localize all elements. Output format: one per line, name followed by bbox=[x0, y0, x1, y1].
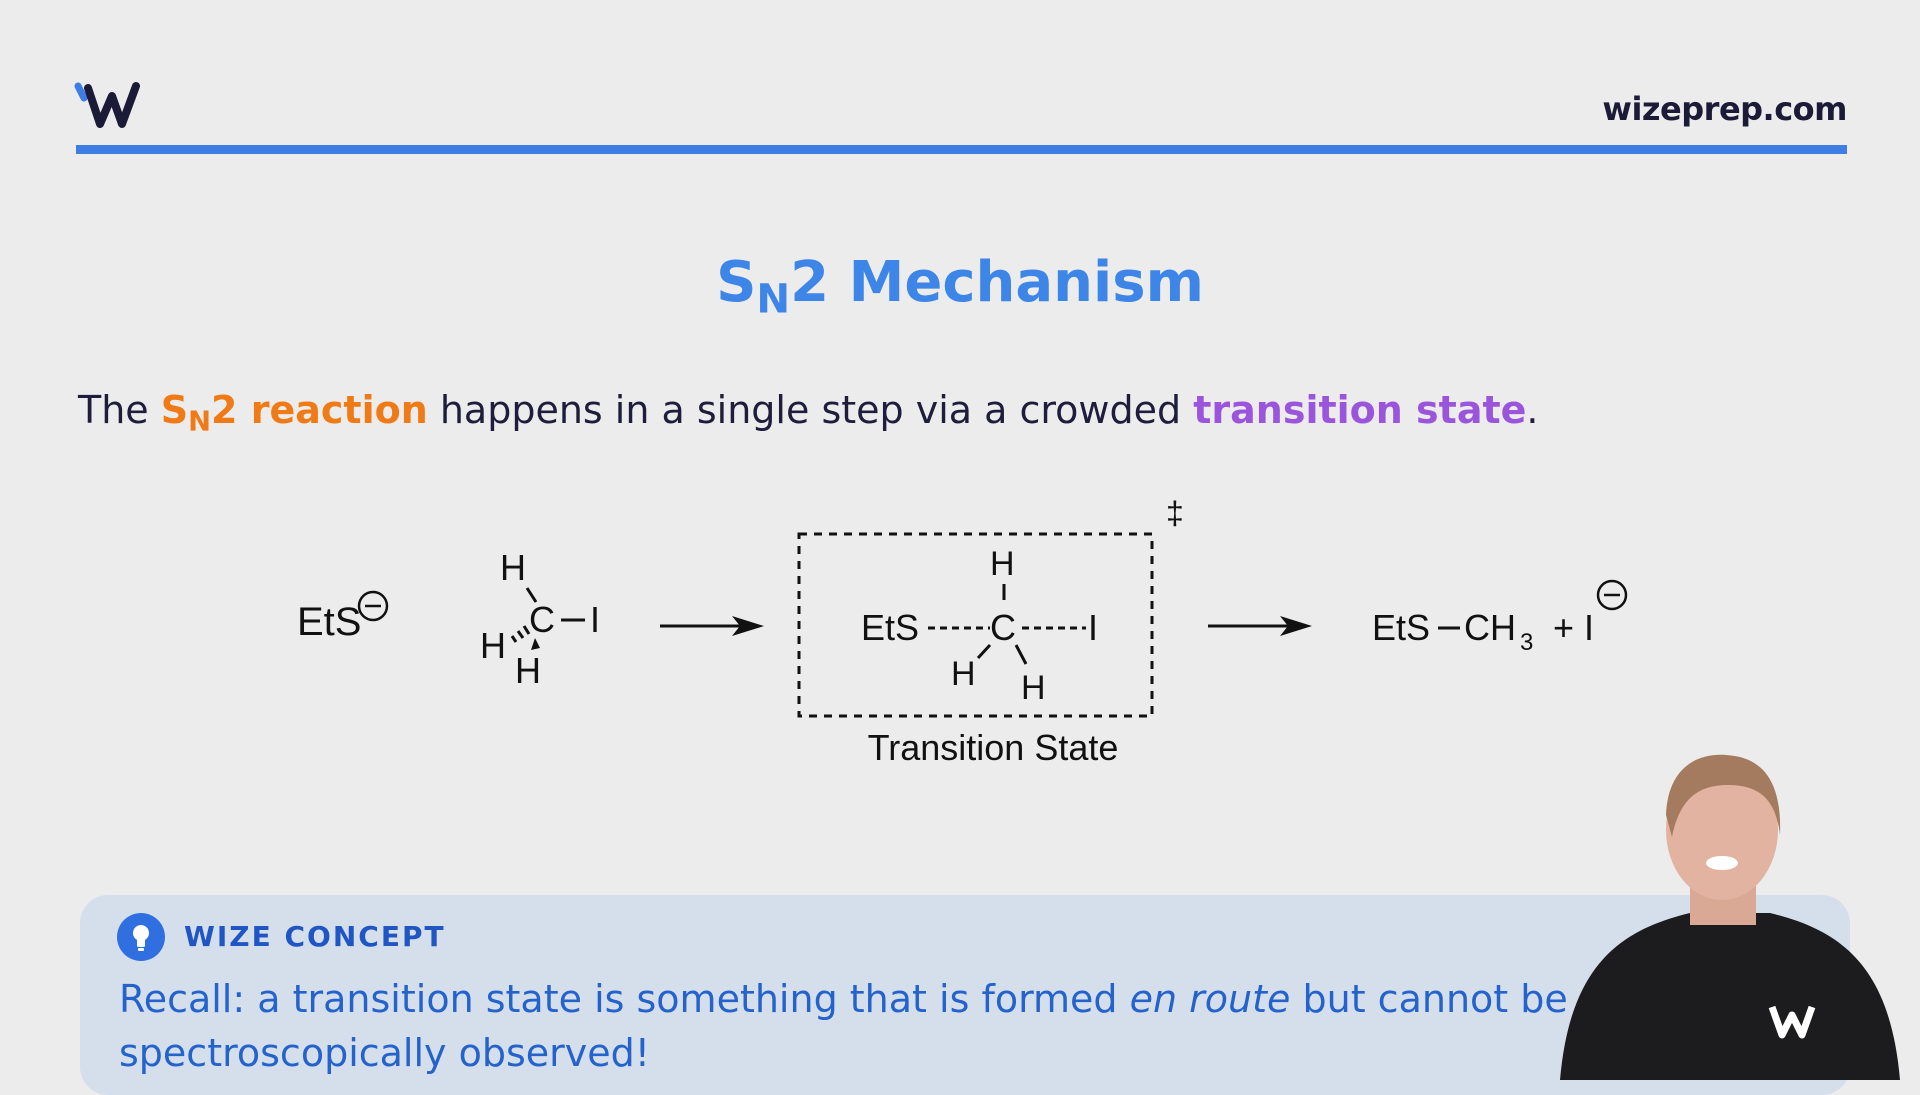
product-subscript: 3 bbox=[1520, 629, 1533, 656]
negative-charge-icon bbox=[1596, 579, 1628, 611]
transition-state: ‡ EtS C I H H H Transition State bbox=[797, 495, 1184, 768]
mi-iodine: I bbox=[590, 599, 600, 640]
transition-state-label: Transition State bbox=[868, 727, 1119, 768]
product-iodide: + I bbox=[1553, 607, 1594, 648]
transition-state-highlight: transition state bbox=[1193, 388, 1527, 432]
title-subscript: N bbox=[756, 275, 791, 323]
concept-title: WIZE CONCEPT bbox=[184, 920, 446, 953]
mi-carbon: C bbox=[529, 599, 555, 640]
concept-text-part1: Recall: a transition state is something … bbox=[119, 977, 1130, 1021]
intro-prefix: The bbox=[78, 388, 161, 432]
concept-text: Recall: a transition state is something … bbox=[119, 972, 1639, 1080]
nucleophile: EtS bbox=[297, 590, 389, 644]
methyl-iodide: H C I H H bbox=[480, 547, 600, 691]
product-ets: EtS bbox=[1372, 607, 1430, 648]
mi-h-left: H bbox=[480, 625, 506, 666]
ts-h-right: H bbox=[1021, 669, 1046, 707]
sn2-rest: 2 reaction bbox=[211, 388, 428, 432]
mi-h-top: H bbox=[500, 547, 526, 588]
transition-state-box bbox=[797, 532, 1154, 718]
products: EtS CH 3 + I bbox=[1372, 579, 1628, 656]
presenter-video bbox=[1560, 754, 1900, 1080]
slide-title: SN2 Mechanism bbox=[0, 250, 1920, 322]
sn2-subscript: N bbox=[188, 406, 212, 438]
intro-suffix: . bbox=[1526, 388, 1539, 432]
concept-text-part2: but cannot be spectroscopically observed… bbox=[119, 977, 1568, 1075]
ts-carbon: C bbox=[990, 607, 1016, 648]
sn2-main: S bbox=[160, 388, 189, 432]
intro-sentence: The SN2 reaction happens in a single ste… bbox=[78, 388, 1539, 438]
double-dagger-symbol: ‡ bbox=[1166, 495, 1184, 531]
sn2-reaction-highlight: SN2 reaction bbox=[160, 388, 428, 438]
intro-middle: happens in a single step via a crowded bbox=[427, 388, 1194, 432]
lightbulb-icon bbox=[117, 913, 165, 961]
title-main: S bbox=[716, 250, 757, 315]
site-url: wizeprep.com bbox=[1602, 90, 1847, 128]
ts-iodine: I bbox=[1088, 607, 1098, 648]
reaction-scheme: EtS H C I H H ‡ EtS C I H H H Transiti bbox=[297, 495, 1628, 768]
reaction-arrow-1 bbox=[660, 616, 764, 636]
concept-box bbox=[80, 895, 1850, 1095]
wizeprep-logo[interactable] bbox=[74, 80, 140, 130]
ts-nucleophile: EtS bbox=[861, 607, 919, 648]
ts-h-left: H bbox=[951, 655, 976, 693]
header-divider bbox=[76, 145, 1847, 154]
mi-h-bottom: H bbox=[515, 650, 541, 691]
product-ch: CH bbox=[1464, 607, 1516, 648]
reaction-arrow-2 bbox=[1208, 616, 1312, 636]
ts-h-top: H bbox=[990, 545, 1015, 583]
concept-text-emphasis: en route bbox=[1129, 977, 1291, 1021]
nucleophile-label: EtS bbox=[297, 600, 361, 644]
negative-charge-icon bbox=[357, 590, 389, 622]
title-rest: 2 Mechanism bbox=[790, 250, 1204, 315]
